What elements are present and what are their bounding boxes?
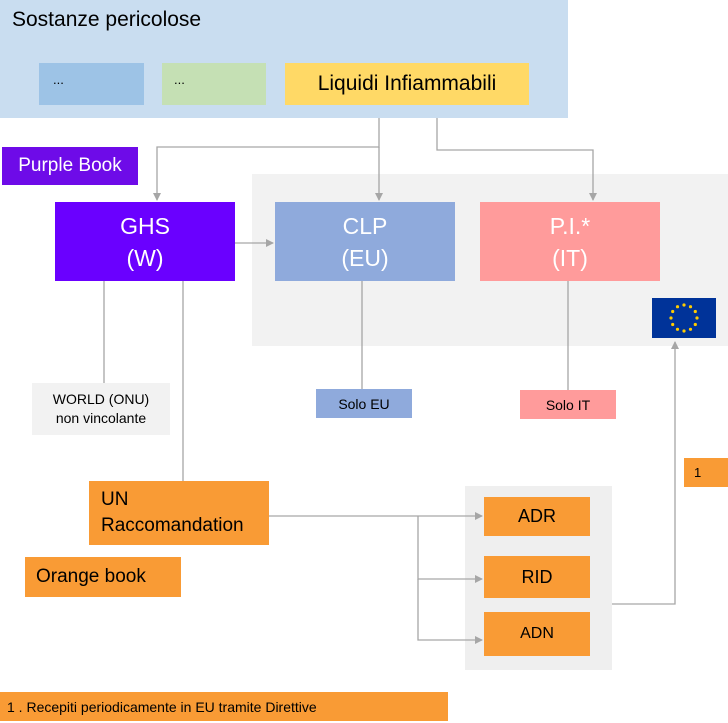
- footnote: 1 . Recepiti periodicamente in EU tramit…: [0, 692, 448, 721]
- rid-box: RID: [484, 556, 590, 598]
- ghs-box: GHS (W): [55, 202, 235, 281]
- ghs-scope: (W): [126, 244, 164, 271]
- pi-title: P.I.*: [549, 212, 591, 239]
- eu-flag-icon: [652, 298, 716, 338]
- adn-box: ADN: [484, 612, 590, 656]
- flammable-liquids-box: Liquidi Infiammabili: [285, 63, 529, 105]
- ghs-title: GHS: [120, 212, 170, 239]
- world-note-line2: non vincolante: [55, 410, 147, 426]
- un-subtitle: Raccomandation: [101, 515, 244, 536]
- placeholder-box-blue: ...: [39, 63, 144, 105]
- placeholder-box-green: ...: [162, 63, 266, 105]
- solo-it-note: Solo IT: [520, 390, 616, 419]
- hazardous-substances-title: Sostanze pericolose: [12, 8, 202, 31]
- un-recommendations-box: UN Raccomandation: [89, 481, 269, 545]
- footnote-marker: 1: [684, 458, 728, 487]
- un-title: UN: [101, 489, 129, 510]
- pi-box: P.I.* (IT): [480, 202, 660, 281]
- orange-book-label: Orange book: [25, 557, 181, 597]
- world-note-line1: WORLD (ONU): [52, 391, 150, 407]
- adr-box: ADR: [484, 497, 590, 536]
- solo-eu-note: Solo EU: [316, 389, 412, 418]
- pi-scope: (IT): [552, 244, 588, 271]
- connector-transport-eu: [612, 341, 679, 605]
- clp-title: CLP: [342, 212, 388, 239]
- clp-scope: (EU): [341, 244, 389, 271]
- clp-box: CLP (EU): [275, 202, 455, 281]
- world-note: WORLD (ONU) non vincolante: [32, 383, 170, 435]
- purple-book-label: Purple Book: [2, 147, 138, 185]
